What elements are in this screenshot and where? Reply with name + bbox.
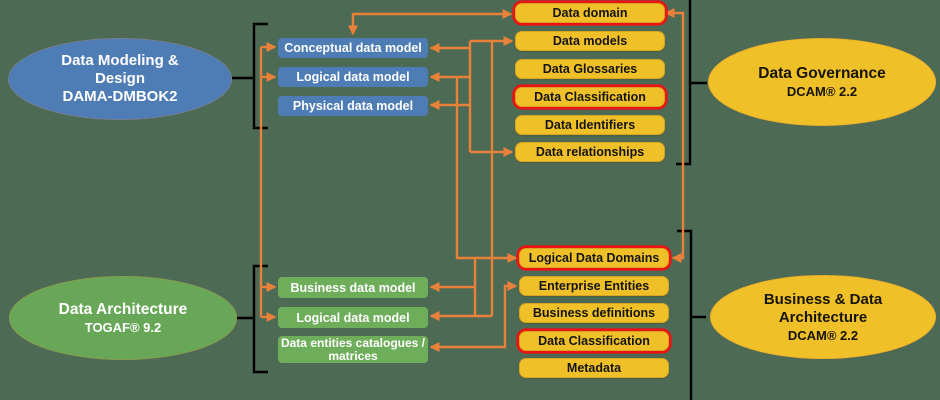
link-datadomain-logicaldatadomains (664, 7, 685, 264)
box-label: Business data model (290, 280, 416, 295)
ellipse-data-governance: Data Governance DCAM® 2.2 (708, 38, 936, 126)
box-business-definitions: Business definitions (519, 303, 669, 323)
ellipse-line: Data Modeling & (61, 52, 179, 69)
ellipse-line: Design (94, 70, 145, 87)
box-data-entities-catalogues: Data entities catalogues / matrices (278, 336, 428, 363)
box-data-identifiers: Data Identifiers (515, 115, 665, 135)
bracket-governance (676, 0, 707, 166)
ellipse-line: Architecture (778, 308, 868, 326)
ellipse-title: Data Architecture (58, 300, 188, 318)
box-conceptual-data-model: Conceptual data model (278, 38, 428, 58)
link-entities-catalogues (429, 280, 518, 353)
box-data-relationships: Data relationships (515, 142, 665, 162)
box-label: Data Classification (534, 90, 646, 104)
ellipse-data-architecture: Data Architecture TOGAF® 9.2 (9, 276, 237, 360)
box-label: Data domain (552, 6, 628, 20)
box-data-classification-bda: Data Classification (519, 331, 669, 351)
box-logical-data-model: Logical data model (278, 67, 428, 87)
link-conceptual-datadomain (347, 8, 513, 36)
ellipse-title: Data Governance (758, 64, 886, 82)
bracket-architecture (236, 264, 268, 374)
ellipse-business-data-architecture: Business & Data Architecture DCAM® 2.2 (710, 275, 936, 359)
ellipse-line: Business & Data (763, 290, 883, 308)
box-logical-data-domains: Logical Data Domains (519, 248, 669, 268)
box-label: Physical data model (292, 99, 414, 113)
box-business-data-model: Business data model (278, 277, 428, 298)
box-label: Data models (552, 34, 628, 48)
ellipse-subtitle: DCAM® 2.2 (787, 327, 859, 343)
ellipse-subtitle: DCAM® 2.2 (786, 83, 858, 99)
box-label: Logical Data Domains (528, 251, 660, 265)
box-label: Business definitions (532, 306, 656, 320)
box-physical-data-model: Physical data model (278, 96, 428, 116)
box-label: Data Identifiers (544, 118, 636, 132)
box-label: Data Classification (538, 334, 650, 348)
box-label: Data entities catalogues / matrices (280, 335, 426, 363)
box-data-classification: Data Classification (515, 87, 665, 107)
box-enterprise-entities: Enterprise Entities (519, 276, 669, 296)
box-data-glossaries: Data Glossaries (515, 59, 665, 79)
box-data-models: Data models (515, 31, 665, 51)
box-label: Metadata (566, 361, 622, 375)
box-label: Logical data model (296, 70, 410, 84)
box-label: Logical data model (296, 310, 410, 325)
ellipse-line: DAMA-DMBOK2 (62, 88, 178, 105)
box-label: Data Glossaries (542, 62, 638, 76)
box-label: Enterprise Entities (538, 279, 650, 293)
bracket-business-architecture (677, 229, 706, 400)
box-logical-data-model-arch: Logical data model (278, 307, 428, 328)
link-logical-logicaldatadomains (455, 77, 518, 264)
box-label: Data relationships (535, 145, 645, 159)
ellipse-subtitle: TOGAF® 9.2 (84, 319, 162, 335)
box-label: Conceptual data model (284, 41, 422, 55)
box-data-domain: Data domain (515, 3, 665, 23)
ellipse-data-modeling-design: Data Modeling & Design DAMA-DMBOK2 (8, 38, 232, 120)
box-metadata: Metadata (519, 358, 669, 378)
